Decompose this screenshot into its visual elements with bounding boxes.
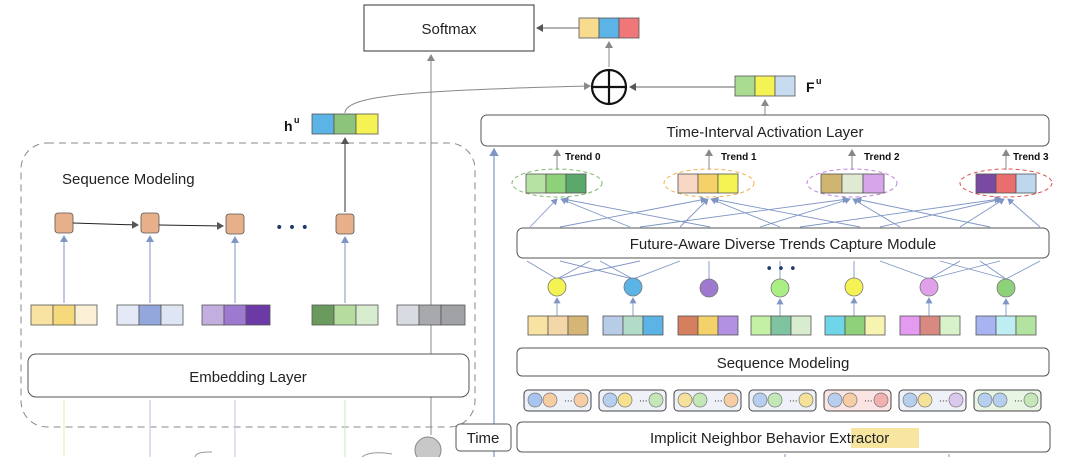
svg-text:···: ··· <box>864 397 873 407</box>
time-interval-layer-box <box>480 114 1050 147</box>
svg-text:···: ··· <box>714 397 723 407</box>
partial-curve-1 <box>194 451 213 457</box>
trend-1-label: Trend 1 <box>721 152 757 163</box>
implicit-extractor-label: Implicit Neighbor Behavior Extractor <box>650 430 889 447</box>
partial-curve-2 <box>361 452 393 457</box>
embedding-vectors <box>30 304 466 326</box>
embedding-layer-label: Embedding Layer <box>189 369 307 386</box>
embedding-layer-box <box>27 353 470 398</box>
behavior-pill-groups: ··· ··· ··· ··· ··· <box>523 389 1042 412</box>
mid-ellipsis: • • • <box>765 262 796 277</box>
trend0-ellipse <box>511 168 603 198</box>
svg-text:···: ··· <box>564 397 573 407</box>
fu-label: F <box>806 79 815 95</box>
hu-vector <box>311 113 379 135</box>
output-vector <box>578 17 640 39</box>
svg-text:···: ··· <box>789 397 798 407</box>
gray-input-node <box>414 436 442 457</box>
softmax-box: Softmax <box>363 4 535 52</box>
fu-vector <box>734 75 796 97</box>
trend-2-label: Trend 2 <box>864 152 900 163</box>
module-to-trend-arrows <box>529 196 1041 228</box>
neighbor-vectors <box>527 315 1037 336</box>
time-label: Time <box>467 430 500 447</box>
left-sequence-panel <box>20 142 476 428</box>
vectors-to-nodes-arrows <box>553 297 1010 316</box>
hu-label: h <box>284 118 293 134</box>
concat-plus-icon <box>590 68 628 106</box>
trend-0-label: Trend 0 <box>565 152 601 163</box>
right-sequence-modeling-label: Sequence Modeling <box>717 355 850 372</box>
trend-vectors <box>525 173 1037 194</box>
left-sequence-modeling-title: Sequence Modeling <box>62 171 195 188</box>
trend1-ellipse <box>663 168 755 198</box>
seq-arrow-1 <box>72 220 139 229</box>
implicit-highlight: Extractor <box>829 430 889 447</box>
fu-sup: u <box>816 76 822 86</box>
right-sequence-modeling-box <box>516 347 1050 377</box>
sequence-ellipsis: • • • <box>275 220 309 236</box>
time-interval-layer-label: Time-Interval Activation Layer <box>666 124 863 141</box>
seq-arrow-2 <box>158 221 224 230</box>
svg-text:···: ··· <box>939 397 948 407</box>
time-box <box>455 423 512 452</box>
future-aware-module-label: Future-Aware Diverse Trends Capture Modu… <box>630 236 937 253</box>
softmax-label: Softmax <box>421 21 477 38</box>
trend3-ellipse <box>959 168 1053 198</box>
svg-text:···: ··· <box>639 397 648 407</box>
svg-text:···: ··· <box>1014 397 1023 407</box>
hu-sup: u <box>294 115 300 125</box>
arrow-hu-to-plus <box>344 82 591 114</box>
extractor-highlight <box>851 428 919 448</box>
trend-3-label: Trend 3 <box>1013 152 1049 163</box>
implicit-prefix: Implicit Neighbor Behavior <box>650 430 829 447</box>
future-aware-module-box <box>516 227 1050 259</box>
circles-to-module-arrows <box>526 260 1041 280</box>
aggregated-behavior-nodes <box>547 277 1016 298</box>
trend2-ellipse <box>806 168 898 198</box>
